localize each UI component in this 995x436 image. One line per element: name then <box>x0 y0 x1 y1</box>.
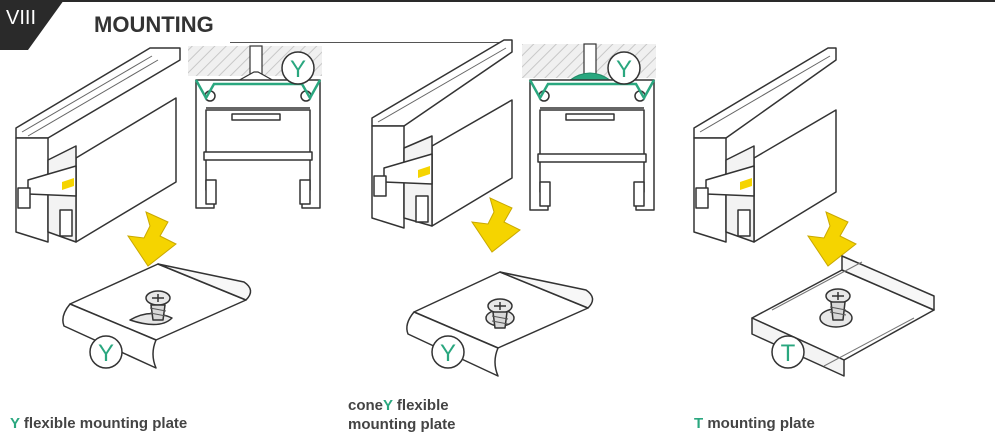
caption-line-1: coneY flexible <box>348 396 456 415</box>
svg-text:Y: Y <box>616 56 632 83</box>
caption-accent: Y <box>383 397 393 414</box>
badge-y-plate-2: Y <box>431 335 465 369</box>
caption-coney-mounting-plate: coneY flexible mounting plate <box>348 396 456 434</box>
title-underline <box>230 42 510 43</box>
section-corner-badge <box>0 0 64 50</box>
down-arrow-icon <box>806 211 857 267</box>
top-rule <box>0 0 995 2</box>
profile-cross-section-icon: Y <box>188 45 322 209</box>
profile-cross-section-icon: Y <box>522 43 656 211</box>
svg-text:Y: Y <box>440 340 456 367</box>
svg-text:Y: Y <box>290 56 306 83</box>
caption-line-2: mounting plate <box>348 416 456 433</box>
profile-isometric-2 <box>371 39 513 229</box>
caption-text: flexible mounting plate <box>19 415 188 432</box>
profile-isometric-1 <box>15 47 181 243</box>
svg-text:T: T <box>781 340 796 367</box>
screw-icon <box>832 292 844 300</box>
caption-accent: T <box>694 415 704 432</box>
caption-prefix: cone <box>348 397 384 414</box>
screw-icon <box>494 302 506 310</box>
section-number: VIII <box>6 7 37 29</box>
caption-y-mounting-plate: Y flexible mounting plate <box>10 414 187 433</box>
badge-y-plate-1: Y <box>89 335 123 369</box>
profile-isometric-3 <box>693 47 837 243</box>
caption-t-mounting-plate: T mounting plate <box>694 414 815 433</box>
down-arrow-icon <box>126 211 177 267</box>
badge-t-plate: T <box>771 335 805 369</box>
svg-text:Y: Y <box>98 340 114 367</box>
down-arrow-icon <box>470 197 521 253</box>
caption-line-1-rest: flexible <box>392 397 449 414</box>
screw-icon <box>152 294 164 302</box>
caption-text: mounting plate <box>703 415 815 432</box>
page-title: MOUNTING <box>94 12 214 37</box>
caption-accent: Y <box>10 415 20 432</box>
